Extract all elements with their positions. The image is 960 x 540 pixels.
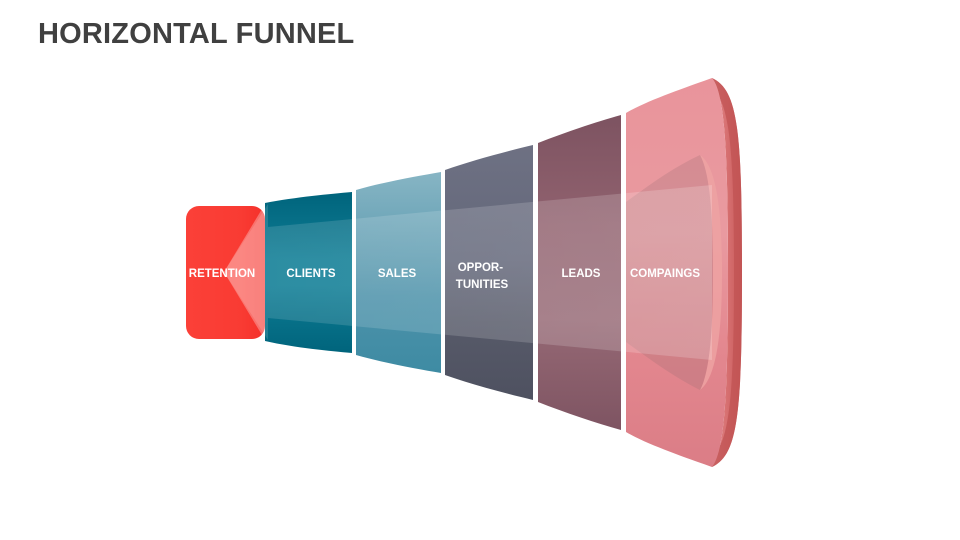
compaings-inner-ring: [700, 155, 722, 390]
page-title: HORIZONTAL FUNNEL: [38, 18, 355, 50]
flow-arrow-head-tint: [224, 204, 265, 340]
funnel-labels: RETENTION CLIENTS SALES OPPOR- TUNITIES …: [189, 262, 701, 291]
flow-arrow-shape: [224, 185, 712, 360]
label-opportunities-line1: OPPOR-: [458, 262, 504, 274]
label-leads: LEADS: [562, 268, 601, 280]
label-retention: RETENTION: [189, 268, 255, 280]
flow-arrow: [224, 185, 712, 360]
label-compaings: COMPAINGS: [630, 268, 700, 280]
flow-arrow-head: [224, 204, 265, 340]
label-sales: SALES: [378, 268, 417, 280]
label-opportunities: OPPOR- TUNITIES: [456, 262, 509, 291]
label-opportunities-line2: TUNITIES: [456, 279, 509, 291]
segment-separators: [352, 114, 626, 431]
compaings-rim-outer-edge: [712, 78, 742, 467]
label-clients: CLIENTS: [286, 268, 336, 280]
